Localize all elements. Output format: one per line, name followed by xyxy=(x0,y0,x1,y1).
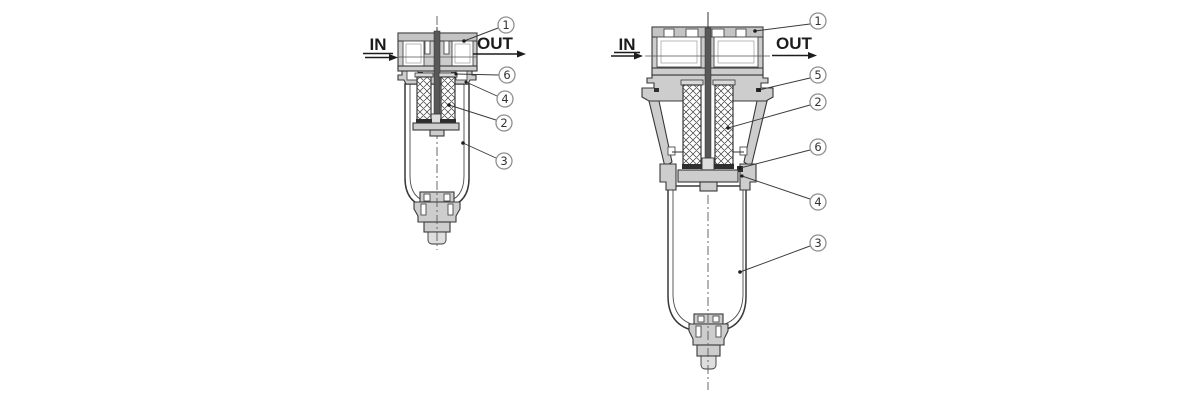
svg-text:3: 3 xyxy=(500,154,507,168)
svg-text:5: 5 xyxy=(814,68,821,82)
left-in-port-label: IN xyxy=(363,35,398,61)
svg-text:4: 4 xyxy=(501,92,508,106)
right-shoulder-seal xyxy=(654,88,659,92)
right-callout-2: 2 xyxy=(726,93,827,130)
right-bowl xyxy=(667,185,747,332)
svg-text:3: 3 xyxy=(814,236,821,250)
left-in-arrowhead-icon xyxy=(389,54,398,61)
right-filter-element xyxy=(680,79,743,172)
left-filter-diagram: IN OUT 1 6 4 xyxy=(363,16,526,250)
right-out-port xyxy=(713,36,759,68)
right-filter-diagram: IN OUT 1 5 2 xyxy=(611,12,827,390)
left-filter-element xyxy=(414,72,458,123)
left-callout-3: 3 xyxy=(461,141,513,170)
right-in-text: IN xyxy=(619,35,636,54)
right-in-arrowhead-icon xyxy=(634,52,643,60)
left-callout-2: 2 xyxy=(447,103,513,132)
left-out-text: OUT xyxy=(477,34,514,53)
right-bowl-clamp xyxy=(659,163,757,191)
right-element-holder xyxy=(677,169,739,192)
right-in-port-label: IN xyxy=(611,35,643,60)
left-element-holder xyxy=(412,122,460,137)
right-callout-4: 4 xyxy=(740,174,827,211)
right-callout-6: 6 xyxy=(738,138,827,170)
right-out-port-label: OUT xyxy=(772,34,817,59)
left-callout-1: 1 xyxy=(462,16,515,43)
left-in-text: IN xyxy=(370,35,387,54)
svg-text:6: 6 xyxy=(503,68,510,82)
right-drain-valve xyxy=(688,313,729,370)
svg-text:4: 4 xyxy=(814,195,821,209)
right-callout-5: 5 xyxy=(757,66,827,92)
left-out-arrowhead-icon xyxy=(517,50,526,58)
right-out-arrowhead-icon xyxy=(808,52,817,59)
right-callout-3: 3 xyxy=(738,234,827,274)
svg-text:2: 2 xyxy=(500,116,507,130)
right-callout-1: 1 xyxy=(753,12,827,33)
svg-text:2: 2 xyxy=(814,95,821,109)
svg-text:1: 1 xyxy=(814,14,821,28)
svg-text:6: 6 xyxy=(814,140,821,154)
right-in-port xyxy=(656,36,702,68)
left-callout-6: 6 xyxy=(454,66,516,84)
left-out-port-label: OUT xyxy=(473,34,526,58)
left-callout-4: 4 xyxy=(464,80,514,108)
svg-text:1: 1 xyxy=(502,18,509,32)
right-out-text: OUT xyxy=(776,34,813,53)
